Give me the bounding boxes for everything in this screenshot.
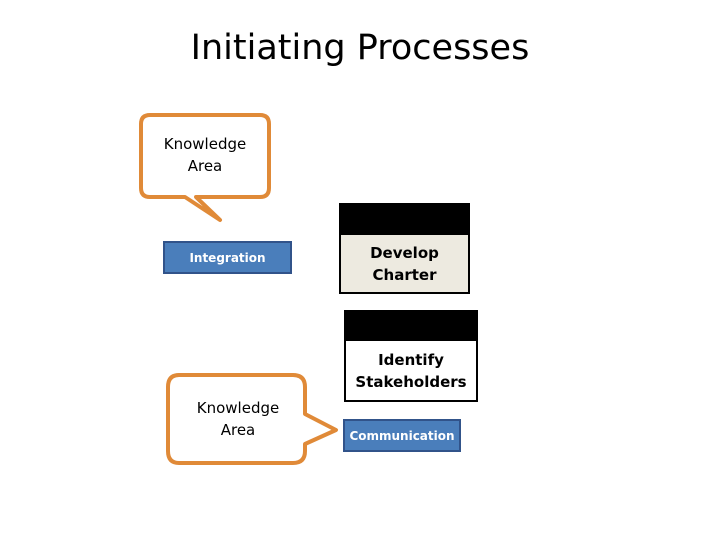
knowledge-area-box-communication[interactable]: Communication xyxy=(343,419,461,452)
process-box-header-bar xyxy=(344,310,478,341)
knowledge-area-box-label: Integration xyxy=(189,250,266,265)
process-box-line2: Charter xyxy=(372,265,437,284)
process-box-develop-charter[interactable]: Develop Charter xyxy=(339,203,470,294)
callout-knowledge-area-bottom[interactable]: Knowledge Area xyxy=(165,372,338,466)
callout-bubble-shape xyxy=(139,113,271,222)
process-box-line2: Stakeholders xyxy=(355,372,467,391)
callout-knowledge-area-top[interactable]: Knowledge Area xyxy=(138,112,272,222)
knowledge-area-box-integration[interactable]: Integration xyxy=(163,241,292,274)
knowledge-area-box-label: Communication xyxy=(349,428,455,443)
process-box-body: Develop Charter xyxy=(339,235,470,294)
callout-bubble-shape xyxy=(166,373,338,465)
process-box-line1: Identify xyxy=(378,350,444,369)
process-box-identify-stakeholders[interactable]: Identify Stakeholders xyxy=(344,310,478,402)
process-box-header-bar xyxy=(339,203,470,235)
page-title: Initiating Processes xyxy=(190,28,530,68)
process-box-body: Identify Stakeholders xyxy=(344,341,478,402)
process-box-line1: Develop xyxy=(370,243,439,262)
